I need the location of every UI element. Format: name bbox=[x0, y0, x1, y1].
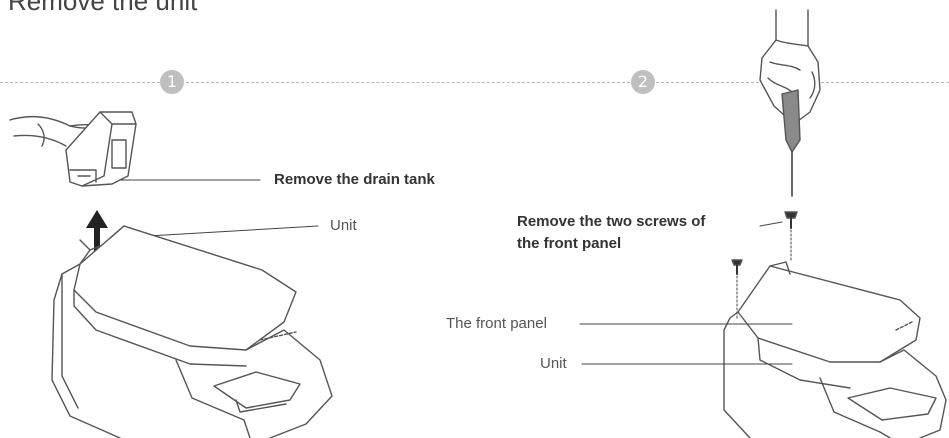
label-remove-screws-line2: the front panel bbox=[517, 235, 621, 252]
label-front-panel: The front panel bbox=[446, 315, 547, 332]
screwdriver-icon bbox=[782, 90, 800, 196]
screw-right-icon bbox=[785, 212, 797, 228]
label-remove-screws-line1: Remove the two screws of bbox=[517, 213, 705, 230]
screw-left-icon bbox=[732, 260, 742, 274]
label-remove-drain-tank: Remove the drain tank bbox=[274, 171, 435, 188]
label-unit-right: Unit bbox=[540, 355, 567, 372]
unit-left-icon bbox=[52, 226, 332, 438]
unit-right-icon bbox=[724, 262, 946, 438]
label-unit-left: Unit bbox=[330, 217, 357, 234]
drain-tank-icon bbox=[66, 112, 136, 186]
